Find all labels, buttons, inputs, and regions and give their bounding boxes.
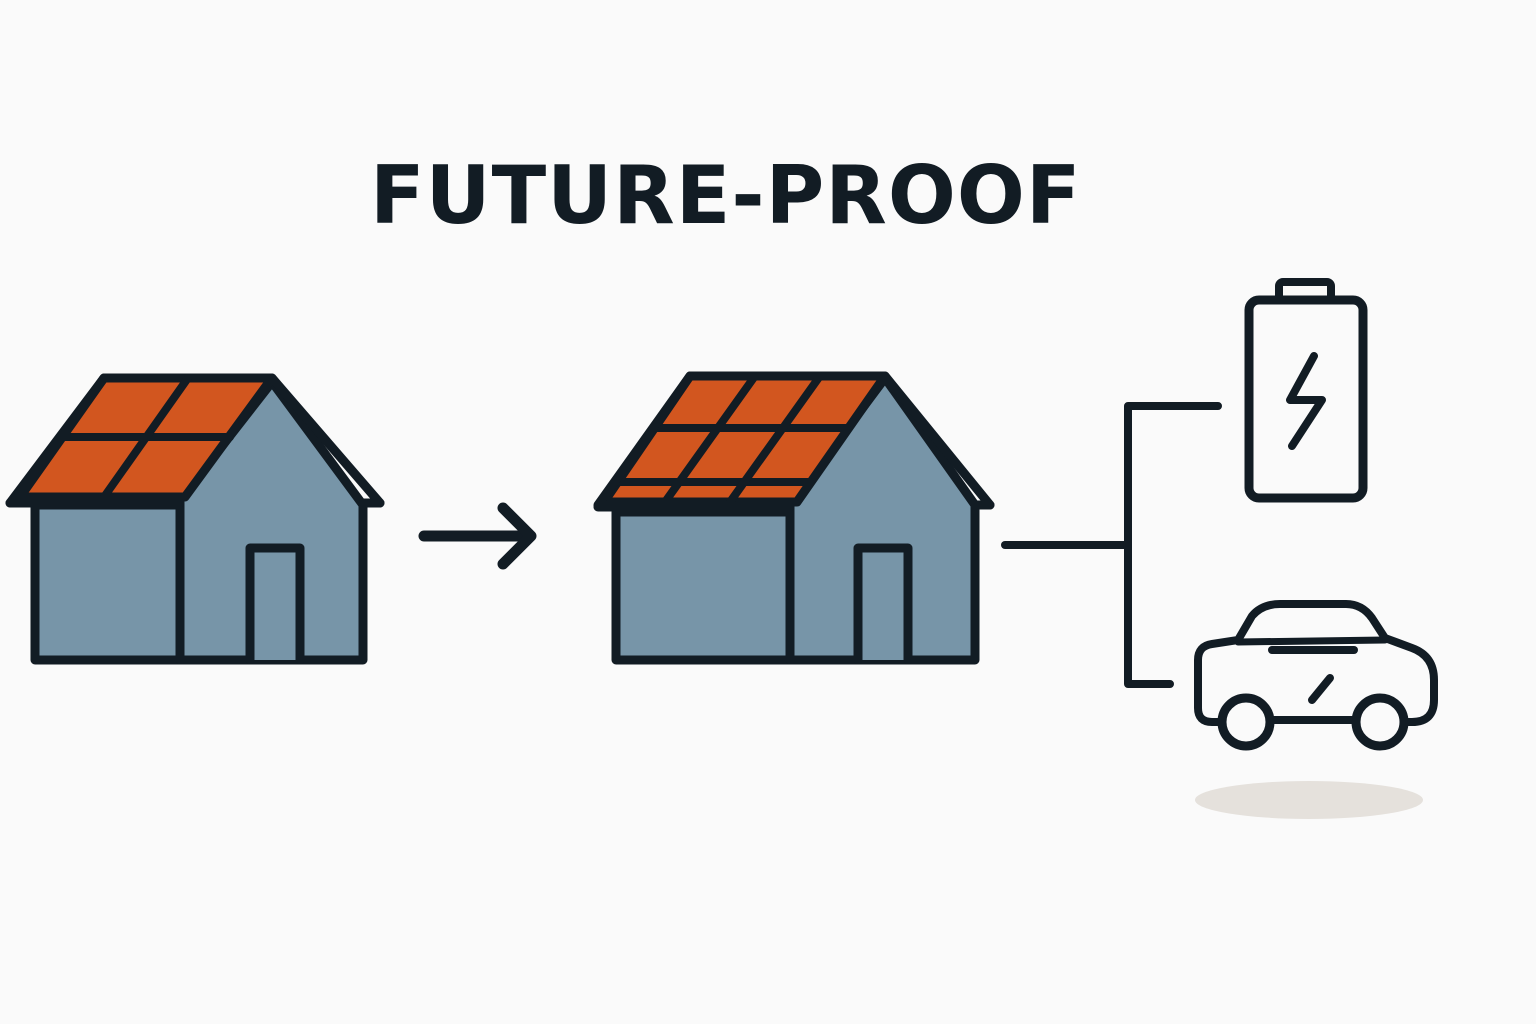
car-rear-wheel bbox=[1217, 693, 1275, 751]
arrow-right-icon bbox=[418, 502, 537, 570]
car-body bbox=[1194, 600, 1438, 726]
diagram-title: FUTURE-PROOF bbox=[370, 149, 1082, 242]
lightning-bolt-icon bbox=[1286, 352, 1326, 450]
house-after-panel-grid-v2 bbox=[726, 372, 824, 506]
house-after-roof-edge-left bbox=[593, 371, 695, 510]
house-before-roof-edge-right bbox=[267, 373, 385, 508]
electric-car-icon bbox=[1194, 600, 1438, 819]
car-window-line bbox=[1234, 636, 1389, 646]
battery-charging-icon bbox=[1244, 278, 1368, 503]
car-front-wheel bbox=[1351, 693, 1409, 751]
car-charge-mark bbox=[1308, 674, 1334, 704]
house-before-panel-grid-v bbox=[100, 374, 192, 501]
connector-lines bbox=[1001, 402, 1222, 688]
house-before-roof-edge-left bbox=[5, 373, 109, 508]
car-shadow bbox=[1195, 781, 1423, 819]
house-before-door bbox=[245, 543, 305, 665]
house-after-icon bbox=[593, 371, 995, 665]
house-before-icon bbox=[5, 373, 385, 665]
house-after-door bbox=[853, 543, 913, 665]
house-before-left-wall bbox=[30, 500, 185, 665]
house-after-roof-edge-right bbox=[880, 371, 995, 510]
house-after-panel-grid-v1 bbox=[661, 372, 759, 506]
house-after-left-wall bbox=[611, 507, 795, 665]
